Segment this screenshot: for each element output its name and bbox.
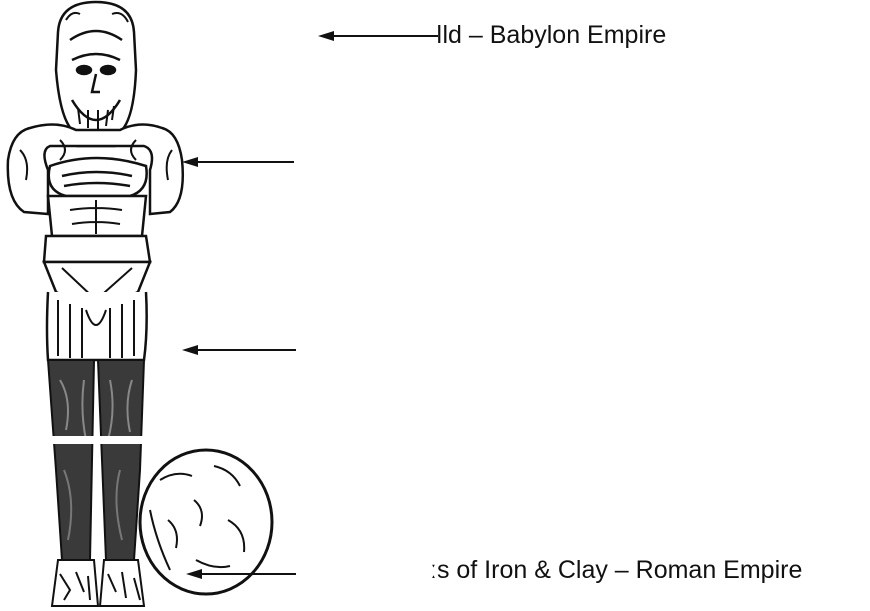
arrow-iron-clay — [186, 566, 296, 582]
statue-waist — [44, 236, 150, 360]
arrow-silver — [182, 154, 294, 170]
statue-head — [56, 2, 136, 132]
label-iron-clay: ːs of Iron & Clay – Roman Empire — [430, 556, 802, 585]
arrow-bronze — [182, 342, 296, 358]
statue-legs — [34, 360, 146, 560]
statue-feet — [52, 560, 144, 606]
arrow-gold — [318, 28, 438, 44]
statue-illustration — [0, 0, 300, 611]
statue-torso — [48, 196, 146, 236]
label-gold: ǀld – Babylon Empire — [436, 21, 666, 50]
